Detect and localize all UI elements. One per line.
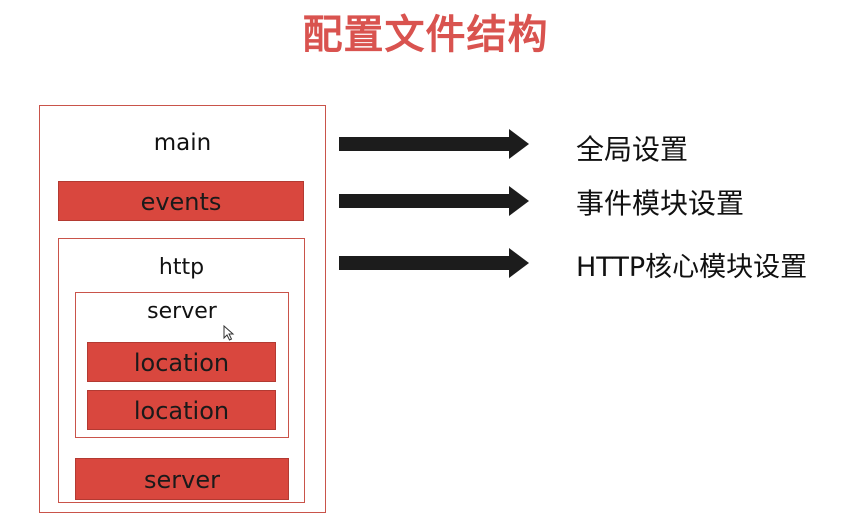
arrow-icon bbox=[339, 186, 531, 216]
location-block: location bbox=[87, 342, 276, 382]
description-http: HTTP核心模块设置 bbox=[576, 252, 808, 283]
arrow-icon bbox=[339, 248, 531, 278]
server-label: server bbox=[147, 299, 217, 324]
description-global: 全局设置 bbox=[576, 133, 689, 166]
main-label: main bbox=[153, 130, 212, 156]
location-block: location bbox=[87, 390, 276, 430]
events-block: events bbox=[58, 181, 304, 221]
http-label: http bbox=[158, 255, 205, 280]
arrow-icon bbox=[339, 129, 531, 159]
description-events: 事件模块设置 bbox=[576, 187, 745, 220]
server-block-2: server bbox=[75, 458, 289, 500]
mouse-cursor-icon bbox=[223, 325, 235, 341]
page-title: 配置文件结构 bbox=[302, 12, 549, 58]
